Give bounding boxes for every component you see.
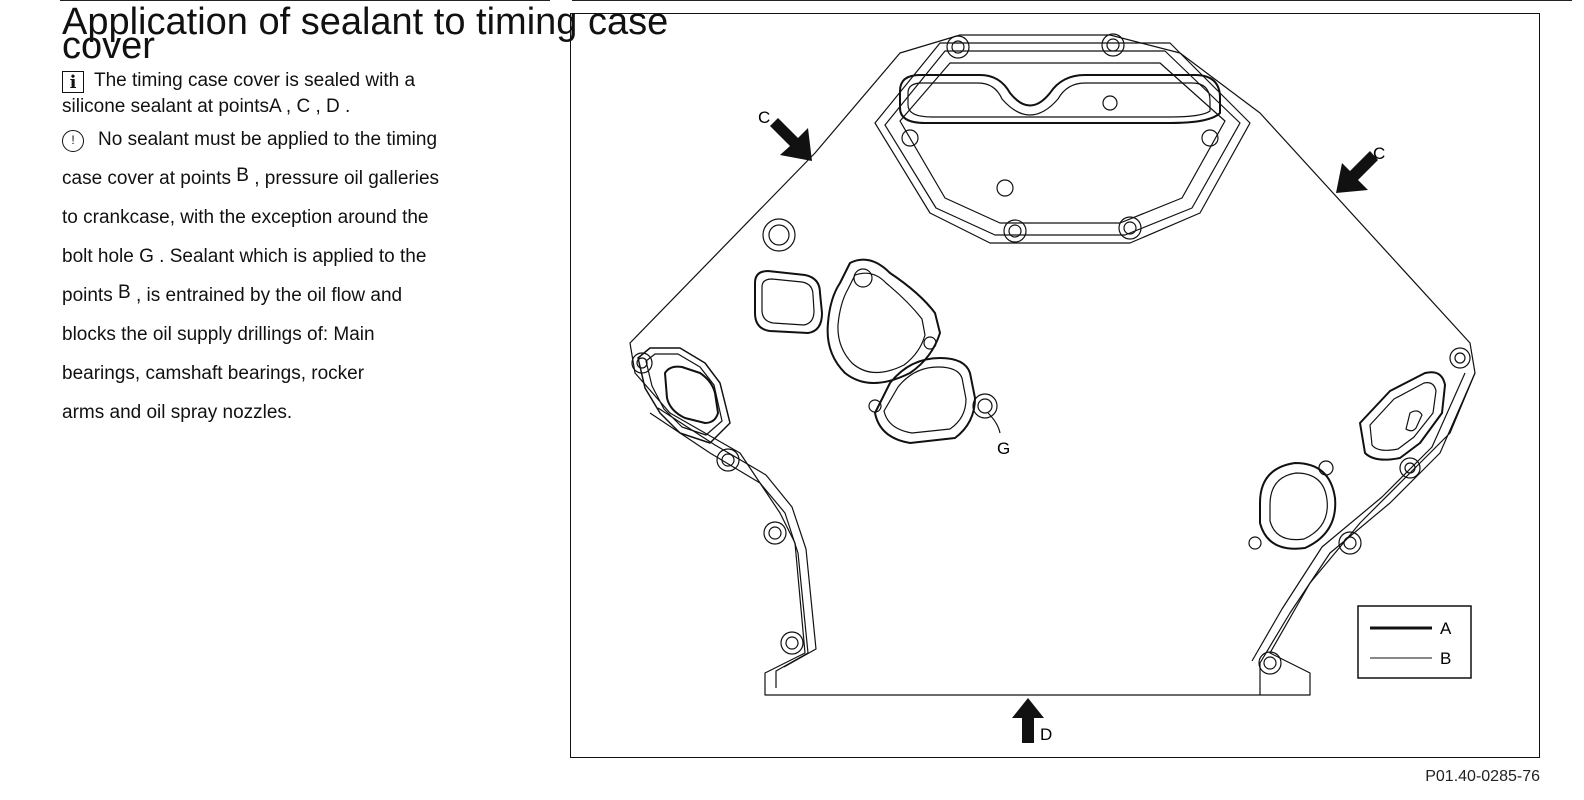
- left-side-gasket: [637, 347, 731, 444]
- top-gasket-outer: [874, 42, 1251, 244]
- top-rule-left: [60, 0, 550, 1]
- instruction-text: Application of sealant to timing case co…: [62, 1, 669, 432]
- arrow-d: [1012, 698, 1044, 743]
- warning-line: case cover at points B , pressure oil ga…: [62, 165, 440, 189]
- title-line-2: cover: [62, 25, 155, 67]
- legend: A B: [1357, 605, 1472, 679]
- info-line-1: The timing case cover is sealed with a: [94, 70, 416, 91]
- legend-b: B: [1440, 649, 1451, 668]
- figure-frame: [570, 13, 1540, 758]
- oil-pump-gasket: [874, 357, 976, 444]
- label-c-left: C: [758, 108, 770, 127]
- g-leader: [987, 412, 1001, 434]
- warning-line: to crankcase, with the exception around …: [62, 207, 429, 228]
- info-box-icon: i: [62, 71, 84, 93]
- top-gasket-mid: [884, 50, 1241, 236]
- label-d: D: [1040, 725, 1052, 744]
- info-line-2: silicone sealant at pointsA , C , D .: [62, 96, 351, 117]
- left-pocket: [754, 270, 823, 334]
- warning-line: blocks the oil supply drillings of: Main: [62, 324, 375, 345]
- label-g: G: [997, 439, 1010, 458]
- warning-note: ! No sealant must be applied to the timin…: [62, 120, 532, 432]
- figure-code: P01.40-0285-76: [1425, 768, 1540, 785]
- label-c-right: C: [1373, 144, 1385, 163]
- right-side-gasket: [1359, 371, 1446, 461]
- section-title: Application of sealant to timing case co…: [62, 1, 669, 67]
- timing-case-cover-diagram: C C D G A B: [629, 33, 1476, 744]
- warning-line: bolt hole G . Sealant which is applied t…: [62, 246, 427, 267]
- top-inner-pocket: [899, 74, 1221, 125]
- title-line-1: Application of sealant to timing case: [62, 1, 669, 43]
- legend-a: A: [1440, 619, 1452, 638]
- warning-line: points B , is entrained by the oil flow …: [62, 282, 403, 306]
- water-pump-gasket: [826, 258, 941, 384]
- warning-line: arms and oil spray nozzles.: [62, 402, 293, 423]
- caution-circle-icon: !: [62, 130, 84, 152]
- top-gasket-inner: [899, 62, 1226, 224]
- cover-outline: [629, 34, 1476, 696]
- top-rule-right: [572, 0, 1572, 1]
- warning-line-1: No sealant must be applied to the timing: [98, 129, 438, 150]
- right-round-gasket: [1259, 462, 1337, 550]
- warning-line: bearings, camshaft bearings, rocker: [62, 363, 365, 384]
- arrow-c-left: [770, 118, 812, 161]
- arrow-c-right: [1336, 151, 1378, 193]
- top-inner-pocket-2: [907, 82, 1211, 118]
